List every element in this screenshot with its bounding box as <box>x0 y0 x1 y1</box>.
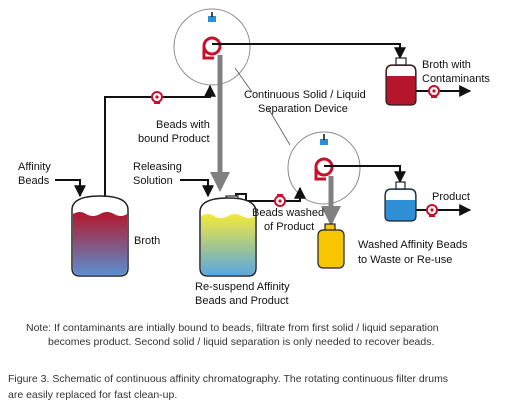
bottle-icon <box>384 181 417 222</box>
diagram-note: Note: If contaminants are intially bound… <box>26 321 506 349</box>
pump-icon <box>274 194 286 207</box>
tank-icon <box>199 195 257 277</box>
separation-device-label: Continuous Solid / Liquid Separation Dev… <box>244 89 369 115</box>
flow-line <box>212 43 406 60</box>
broth-label: Broth <box>134 235 160 247</box>
tank-icon <box>71 195 129 277</box>
filter-drum-icon <box>173 8 251 86</box>
beads-bound-product-label: Beads with bound Product <box>138 119 213 145</box>
note-line-2: becomes product. Second solid / liquid s… <box>48 336 435 348</box>
leader-line <box>234 67 253 93</box>
flow-line <box>180 179 214 198</box>
flow-line <box>235 186 306 202</box>
product-label: Product <box>432 191 470 203</box>
caption-line-2: are easily replaced for fast clean-up. <box>8 389 178 401</box>
bottle-icon <box>317 223 345 269</box>
note-line-1: Note: If contaminants are intially bound… <box>26 322 439 334</box>
beads-washed-label: Beads washed of Product <box>252 207 327 233</box>
resuspend-label: Re-suspend Affinity Beads and Product <box>195 281 293 307</box>
pump-icon <box>426 204 438 217</box>
bottle-icon <box>385 57 417 106</box>
flow-line <box>104 84 216 212</box>
figure-caption: Figure 3. Schematic of continuous affini… <box>8 371 513 403</box>
pump-icon <box>428 85 440 98</box>
releasing-solution-label: Releasing Solution <box>133 161 185 187</box>
washed-beads-waste-label: Washed Affinity Beads to Waste or Re-use <box>358 239 471 266</box>
filter-drum-icon <box>287 131 361 205</box>
affinity-beads-label: Affinity Beads <box>18 161 54 187</box>
process-schematic: Affinity Beads Broth Releasing Solution … <box>18 8 490 307</box>
leader-line <box>267 107 291 146</box>
broth-contaminants-label: Broth with Contaminants <box>422 59 490 85</box>
flow-line <box>324 165 406 184</box>
pump-icon <box>151 91 163 104</box>
flow-line <box>55 179 86 198</box>
caption-line-1: Figure 3. Schematic of continuous affini… <box>8 373 449 385</box>
